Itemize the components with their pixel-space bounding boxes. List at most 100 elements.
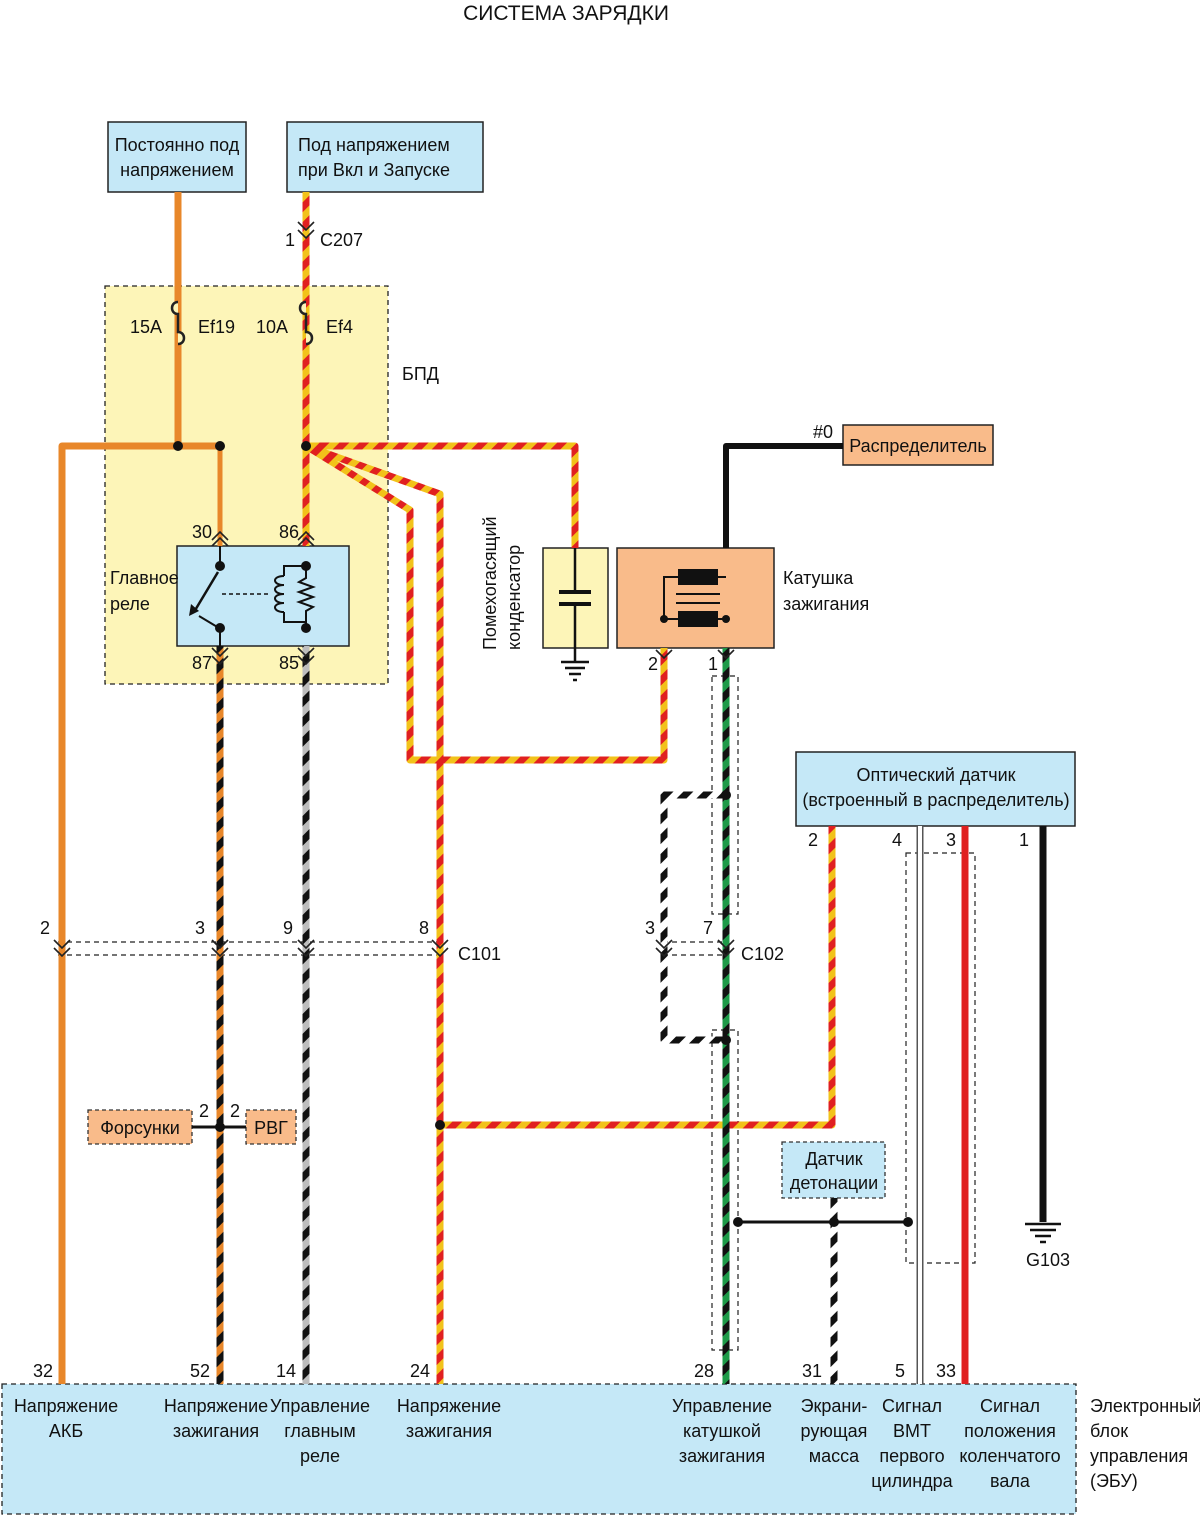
ecu-signal-5-line2: катушкой <box>683 1421 761 1441</box>
relay-pin87: 87 <box>192 653 212 673</box>
ecu-signal-2-line1: Напряжение <box>164 1396 268 1416</box>
ecu-signal-1-line2: АКБ <box>49 1421 83 1441</box>
c101-pin-3: 3 <box>195 918 205 938</box>
ecu-signal-5-line1: Управление <box>672 1396 772 1416</box>
c102-pin-3: 3 <box>645 918 655 938</box>
source-constant-box <box>107 121 247 193</box>
ignition-coil-box <box>616 547 775 649</box>
labels: Постоянно под напряжением Под напряжение… <box>14 135 1200 1491</box>
optical-pin-4: 4 <box>892 830 902 850</box>
ecu-signal-8-line1: Сигнал <box>980 1396 1040 1416</box>
rvg-box <box>245 1109 297 1145</box>
source-constant-line1: Постоянно под <box>115 135 240 155</box>
ecu-pin-14: 14 <box>276 1361 296 1381</box>
ecu-pin-28: 28 <box>694 1361 714 1381</box>
distributor-pin: #0 <box>813 422 833 442</box>
relay-internals <box>189 546 316 646</box>
c207-label: C207 <box>320 230 363 250</box>
ef19-label: Ef19 <box>198 317 235 337</box>
ecu-signal-3-line3: реле <box>300 1446 340 1466</box>
ecu-signal-6-line2: рующая <box>801 1421 868 1441</box>
relay-label-line1: Главное <box>110 568 179 588</box>
ecu-signal-6-line3: масса <box>809 1446 860 1466</box>
knock-sensor-line1: Датчик <box>805 1149 862 1169</box>
source-ignition-line2: при Вкл и Запуске <box>298 160 450 180</box>
ecu-pin-5: 5 <box>895 1361 905 1381</box>
ecu-pin-52: 52 <box>190 1361 210 1381</box>
ecu-signal-7-line3: первого <box>879 1446 944 1466</box>
coil-label-line2: зажигания <box>783 594 869 614</box>
optical-sensor-line1: Оптический датчик <box>856 765 1015 785</box>
injectors-pin: 2 <box>199 1101 209 1121</box>
distributor-label: Распределитель <box>849 436 987 456</box>
ecu-signal-8-line2: положения <box>964 1421 1056 1441</box>
ecu-label-line1: Электронный <box>1090 1396 1200 1416</box>
ef4-label: Ef4 <box>326 317 353 337</box>
ecu-signal-1-line1: Напряжение <box>14 1396 118 1416</box>
capacitor-label-line1: Помехогасящий <box>480 516 500 650</box>
source-ignition-line1: Под напряжением <box>298 135 450 155</box>
c102-pin-7: 7 <box>703 918 713 938</box>
relay-pin86: 86 <box>279 522 299 542</box>
wires <box>58 192 1047 1384</box>
ecu-signal-4-line2: зажигания <box>406 1421 492 1441</box>
relay-pin85: 85 <box>279 653 299 673</box>
coil-pin2: 2 <box>648 654 658 674</box>
capacitor-symbol <box>559 548 591 682</box>
ecu-label-line4: (ЭБУ) <box>1090 1471 1138 1491</box>
ef19-rating: 15A <box>130 317 162 337</box>
ground-symbol <box>1025 1222 1061 1244</box>
injectors-label: Форсунки <box>100 1118 180 1138</box>
diagram-title: СИСТЕМА ЗАРЯДКИ <box>463 2 669 25</box>
relay-pin30: 30 <box>192 522 212 542</box>
source-ignition-box <box>286 121 484 193</box>
ecu-signal-6-line1: Экрани- <box>801 1396 868 1416</box>
ef4-rating: 10A <box>256 317 288 337</box>
ecu-signal-2-line2: зажигания <box>173 1421 259 1441</box>
optical-pin-3: 3 <box>946 830 956 850</box>
fuse-box-label: БПД <box>402 364 439 384</box>
optical-pin-1: 1 <box>1019 830 1029 850</box>
ecu-label-line3: управления <box>1090 1446 1188 1466</box>
source-constant-line2: напряжением <box>120 160 234 180</box>
ecu-pin-31: 31 <box>802 1361 822 1381</box>
c101-pin-9: 9 <box>283 918 293 938</box>
optical-sensor-box <box>795 751 1076 827</box>
capacitor-label-line2: конденсатор <box>504 545 524 650</box>
c101-pin-8: 8 <box>419 918 429 938</box>
c101-pin-2: 2 <box>40 918 50 938</box>
ecu-signal-3-line2: главным <box>284 1421 356 1441</box>
ecu-signal-5-line3: зажигания <box>679 1446 765 1466</box>
splice-dots <box>173 441 913 1227</box>
ecu-signal-8-line4: вала <box>990 1471 1031 1491</box>
ecu-label-line2: блок <box>1090 1421 1128 1441</box>
ecu-signal-7-line1: Сигнал <box>882 1396 942 1416</box>
rvg-label: РВГ <box>254 1118 288 1138</box>
ecu-pin-24: 24 <box>410 1361 430 1381</box>
optical-pin-2: 2 <box>808 830 818 850</box>
ecu-signal-7-line2: ВМТ <box>893 1421 931 1441</box>
coil-label-line1: Катушка <box>783 568 854 588</box>
ground-label: G103 <box>1026 1250 1070 1270</box>
ecu-signal-7-line4: цилиндра <box>871 1471 953 1491</box>
main-relay-box <box>176 545 350 647</box>
ecu-signal-3-line1: Управление <box>270 1396 370 1416</box>
coil-symbol <box>660 569 730 627</box>
connector-chevrons <box>53 221 735 958</box>
knock-sensor-line2: детонации <box>790 1173 878 1193</box>
ecu-pin-33: 33 <box>936 1361 956 1381</box>
ecu-box <box>1 1383 1077 1515</box>
rvg-pin: 2 <box>230 1101 240 1121</box>
c207-pin: 1 <box>285 230 295 250</box>
ecu-signal-4-line1: Напряжение <box>397 1396 501 1416</box>
fuse-symbols <box>170 300 314 346</box>
ecu-pin-32: 32 <box>33 1361 53 1381</box>
coil-pin1: 1 <box>708 654 718 674</box>
optical-sensor-line2: (встроенный в распределитель) <box>802 790 1069 810</box>
ecu-signal-8-line3: коленчатого <box>959 1446 1060 1466</box>
c102-label: C102 <box>741 944 784 964</box>
relay-label-line2: реле <box>110 594 150 614</box>
c101-label: C101 <box>458 944 501 964</box>
